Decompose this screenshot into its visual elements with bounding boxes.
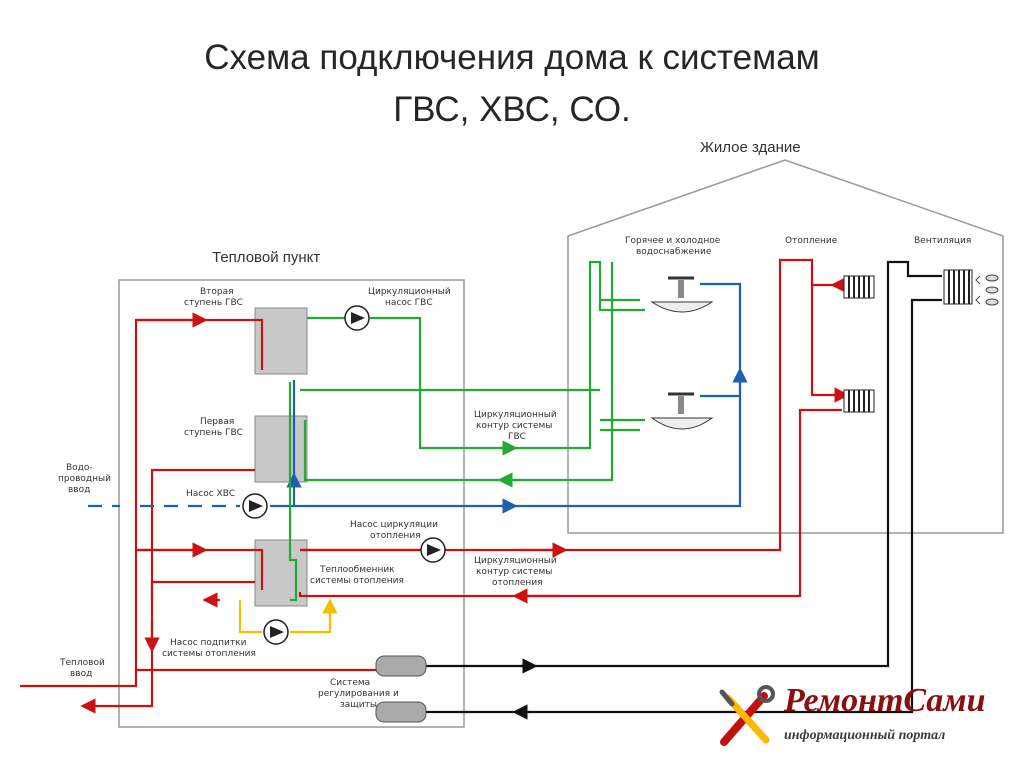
heat-loop-label-3: отопления (492, 578, 543, 588)
makeup-pump-label-2: системы отопления (162, 649, 256, 659)
control-unit-2 (375, 701, 427, 723)
heating-exchanger (254, 539, 308, 607)
title-line-2: ГВС, ХВС, СО. (393, 90, 631, 129)
heat-return-lines (80, 468, 255, 714)
ventilation-label: Вентиляция (914, 236, 971, 246)
diagram-labels: Горячее и холодное водоснабжение Отоплен… (58, 236, 971, 710)
circ-loop-label-1: Циркуляционный (474, 410, 557, 420)
heat-supply-lines (20, 258, 850, 688)
control-label-3: защиты (340, 700, 377, 710)
sink-lower-icon (650, 392, 714, 430)
heat-in-label-2: ввод (70, 669, 92, 679)
water-in-label-1: Водо- (66, 463, 93, 473)
circ-loop-label-2: контур системы (476, 421, 552, 431)
building-label: Жилое здание (700, 139, 801, 156)
circ-pump-label-1: Циркуляционный (368, 287, 451, 297)
logo-tagline: информационный портал (784, 728, 946, 743)
cold-water-pump (242, 493, 268, 519)
ventilation-unit-icon (943, 269, 973, 305)
title-line-1: Схема подключения дома к системам (204, 38, 820, 77)
control-lines (426, 260, 942, 720)
tools-icon (719, 685, 775, 746)
control-label-1: Система (330, 678, 370, 688)
building-outline (567, 159, 1004, 534)
cold-pump-label: Насос ХВС (186, 489, 235, 499)
logo-name: РемонтСами (784, 682, 986, 719)
cold-water-lines (88, 282, 748, 514)
makeup-lines (238, 598, 338, 634)
radiator-lower-icon (843, 389, 875, 413)
water-in-label-2: проводный (58, 474, 111, 484)
hot-cold-water-label-1: Горячее и холодное (625, 236, 721, 246)
makeup-pump-label-1: Насос подпитки (170, 638, 247, 648)
heat-circ-pump-label-1: Насос циркуляции (350, 520, 438, 530)
makeup-pump (263, 619, 289, 645)
second-stage-exchanger (254, 307, 308, 375)
heat-loop-label-2: контур системы (476, 567, 552, 577)
heat-point-label: Тепловой пункт (212, 249, 320, 266)
heating-circulation-pump (420, 537, 446, 563)
circ-pump-label-2: насос ГВС (385, 298, 433, 308)
page-title: Схема подключения дома к системам ГВС, Х… (0, 32, 1024, 136)
second-stage-label-1: Вторая (200, 287, 234, 297)
heat-point-outline (118, 279, 465, 728)
first-stage-label-2: ступень ГВС (184, 428, 243, 438)
circ-loop-label-3: ГВС (508, 432, 526, 442)
logo: РемонтСами информационный портал (714, 682, 1014, 752)
first-stage-label-1: Первая (200, 417, 234, 427)
heat-exchanger-label-1: Теплообменник (319, 565, 395, 575)
control-unit-1 (375, 655, 427, 677)
heat-in-label-1: Тепловой (59, 658, 105, 668)
water-in-label-3: ввод (68, 485, 90, 495)
heat-loop-label-1: Циркуляционный (474, 556, 557, 566)
fan-icon (975, 274, 999, 306)
heat-circ-pump-label-2: отопления (370, 531, 421, 541)
circulation-pump-dhw (344, 305, 370, 331)
hot-cold-water-label-2: водоснабжение (636, 247, 712, 257)
heat-exchanger-label-2: системы отопления (310, 576, 404, 586)
second-stage-label-2: ступень ГВС (184, 298, 243, 308)
dhw-circulation-lines (288, 260, 645, 602)
heating-label: Отопление (785, 236, 838, 246)
sink-upper-icon (650, 276, 714, 313)
first-stage-exchanger (254, 415, 308, 483)
control-label-2: регулирования и (318, 689, 399, 699)
radiator-upper-icon (843, 275, 875, 299)
